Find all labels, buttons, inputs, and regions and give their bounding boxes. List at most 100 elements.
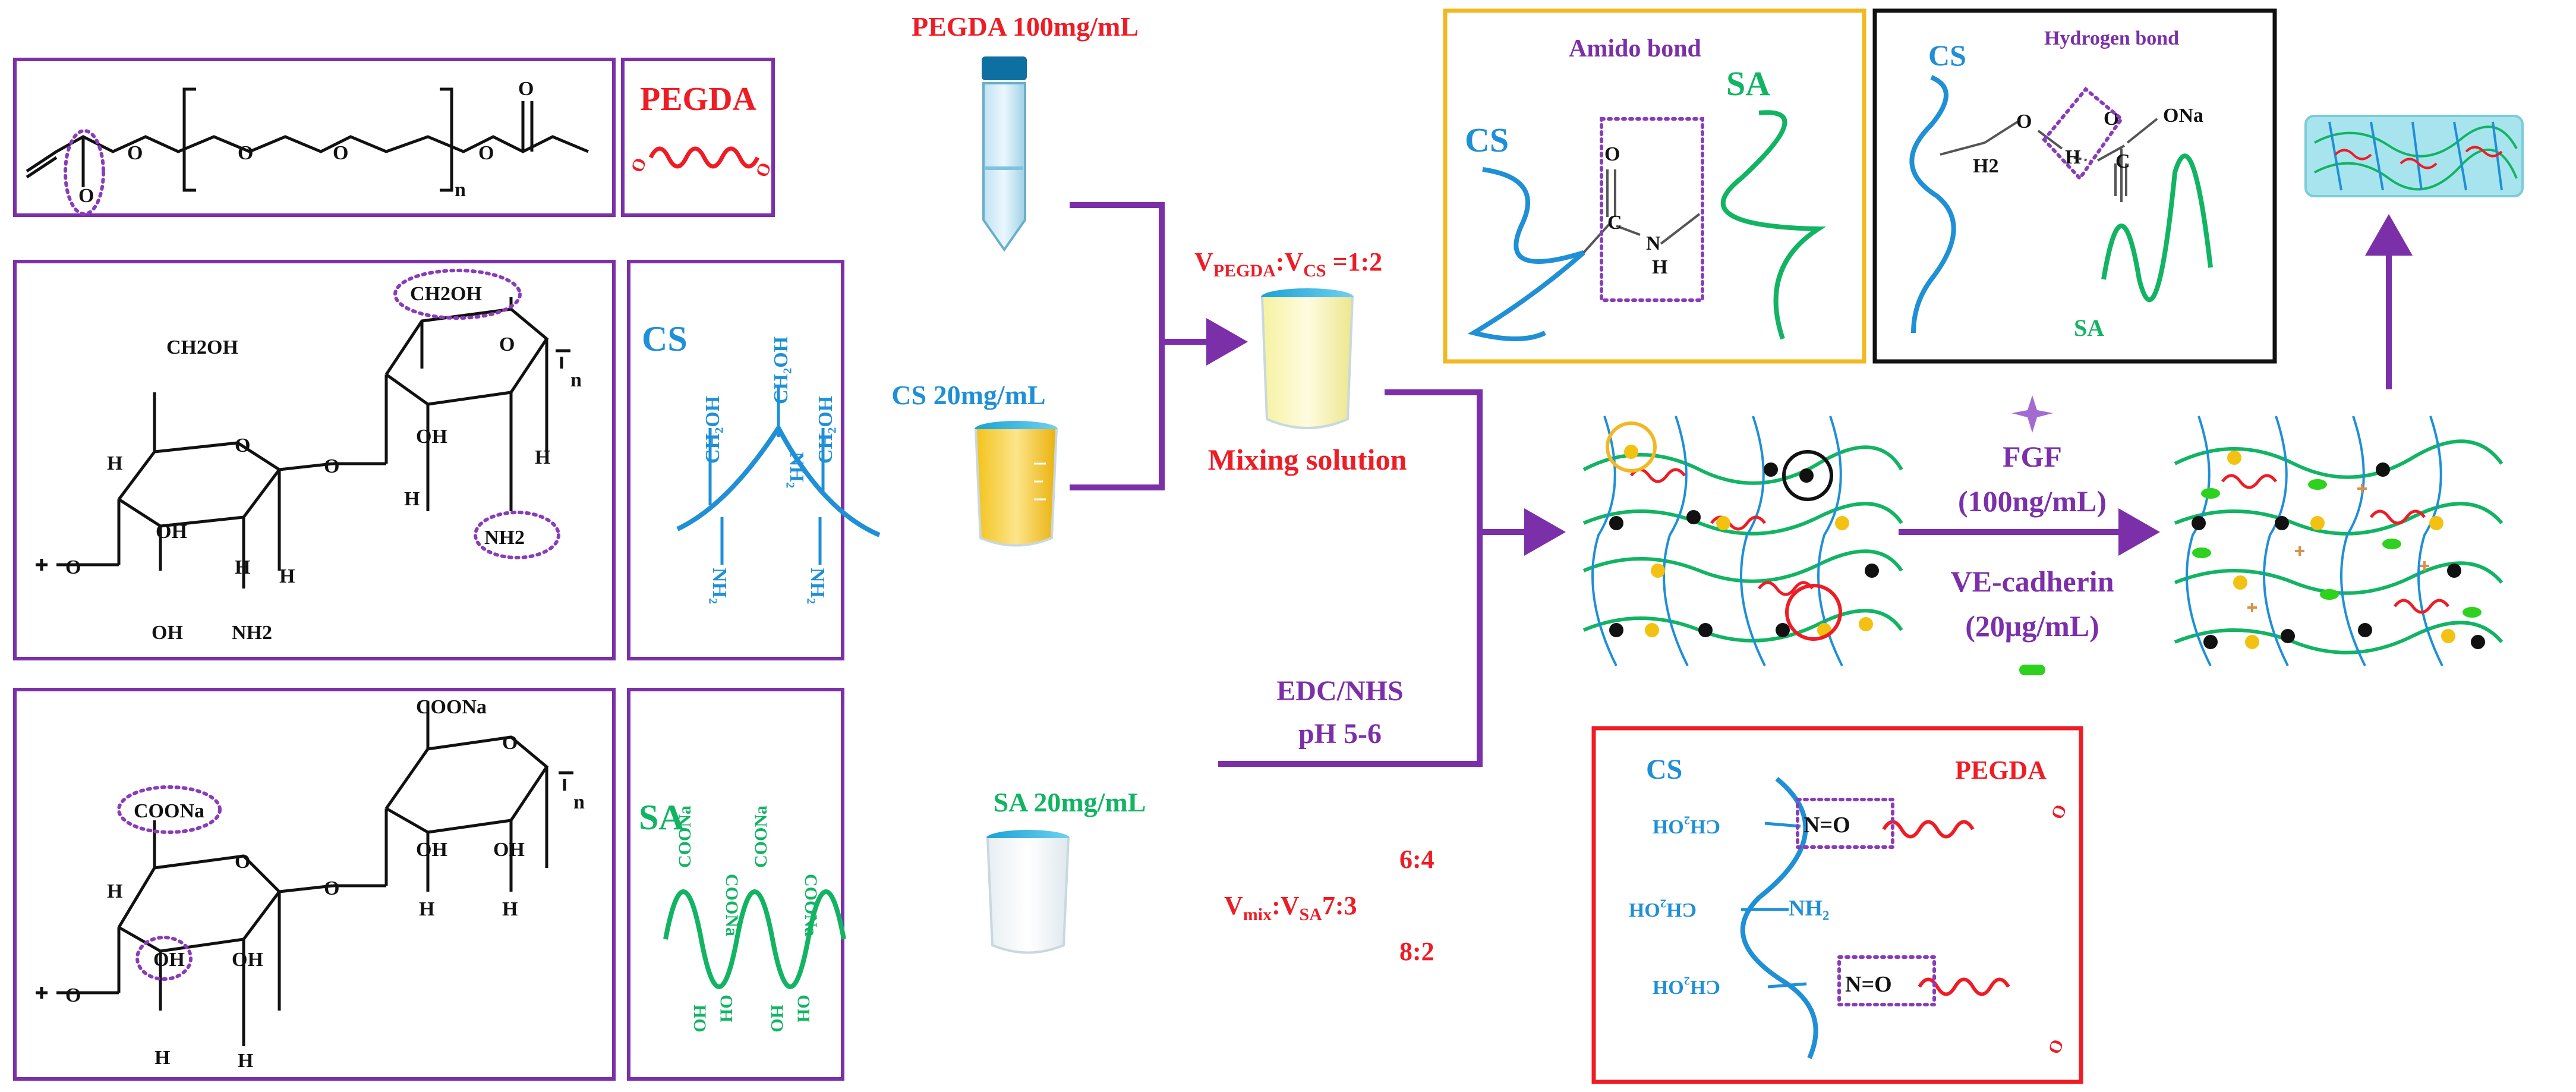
- cs-h-3: H: [235, 556, 250, 578]
- amido-n: N: [1646, 232, 1661, 254]
- cs-end-o: O: [65, 556, 81, 578]
- pegda-n-subscript: n: [455, 179, 466, 201]
- sa-h-5: H: [502, 898, 518, 920]
- cs-schematic-ch2oh-2: CH₂OH: [770, 336, 792, 404]
- schiff-base-box: CS PEGDA CH₂OH CH₂OH CH₂OH NH₂ N=O N=O O…: [1591, 726, 2083, 1084]
- mixing-beaker-icon: [1261, 288, 1354, 429]
- sa-n-subscript: n: [573, 791, 585, 813]
- sa-schematic-ho-4: HO: [794, 995, 814, 1022]
- cs-h-4: H: [279, 565, 295, 587]
- pegda-o-1: O: [127, 142, 143, 164]
- amido-bond-title: Amido bond: [1569, 35, 1701, 62]
- amido-c: C: [1607, 212, 1622, 234]
- schiff-n-eq-o-1: N=O: [1803, 813, 1850, 838]
- cs-h-1: H: [404, 488, 420, 510]
- pegda-o-5: O: [518, 78, 534, 100]
- amido-sa-label: SA: [1726, 64, 1770, 103]
- cs-schematic-ch2oh-3: CH₂OH: [815, 396, 837, 464]
- cs-schematic-ch2oh-1: CH₂OH: [702, 396, 724, 464]
- mix-ratio-sub-mix: mix: [1243, 905, 1272, 924]
- pegda-o-2: O: [238, 142, 253, 164]
- sa-schematic-ho-3: HO: [767, 1005, 787, 1033]
- flow-lines: [1070, 202, 2413, 767]
- pegda-structure-box: O O O O O O n: [13, 58, 616, 217]
- schiff-end-o-1: O: [2048, 802, 2071, 822]
- sa-oh-1: OH: [232, 949, 263, 971]
- sa-ring-o-2: O: [502, 732, 518, 754]
- cs-structure-box: CH2OH O O O O CH2OH NH2 NH2 OH OH OH H H…: [13, 260, 616, 660]
- edc-nhs-label: EDC/NHS: [1276, 675, 1403, 707]
- crosslinked-network-1: [1582, 416, 1903, 666]
- hydrogen-h2: H2: [1973, 155, 1998, 177]
- amido-cs-label: CS: [1465, 121, 1509, 159]
- mix-ratio-6-4: 6:4: [1399, 845, 1434, 874]
- pegda-concentration-label: PEGDA 100mg/mL: [912, 11, 1139, 42]
- pegda-o-3: O: [333, 142, 348, 164]
- sa-schematic-title: SA: [639, 798, 685, 837]
- amido-h: H: [1652, 256, 1667, 278]
- sa-coona-circled: COONa: [134, 800, 204, 822]
- cs-h-5: H: [535, 446, 550, 468]
- mix-ratio-label: Vmix:VSA7:3: [1224, 891, 1357, 924]
- cs-oh-2: OH: [152, 622, 183, 644]
- sa-h-2: H: [155, 1047, 170, 1069]
- ratio-value: =1:2: [1326, 247, 1383, 276]
- hydrogen-sa-label: SA: [2074, 314, 2104, 341]
- cs-schematic-nh2-2: NH₂: [708, 568, 730, 604]
- sa-h-4: H: [419, 898, 434, 920]
- schiff-ch2oh-3: CH₂OH: [1653, 976, 1720, 998]
- mix-ratio-8-2: 8:2: [1399, 937, 1434, 966]
- sa-concentration-label: SA 20mg/mL: [994, 787, 1146, 817]
- schiff-cs-label: CS: [1646, 754, 1682, 785]
- cs-oh-1: OH: [156, 521, 187, 543]
- schiff-nh2: NH₂: [1789, 896, 1829, 921]
- sa-schematic-coona-3: COONa: [751, 805, 771, 868]
- sa-coona-top: COONa: [416, 696, 487, 718]
- schiff-ch2oh-1: CH₂OH: [1653, 816, 1720, 838]
- hydrogen-ona: ONa: [2163, 105, 2203, 127]
- sa-schematic-coona-2: COONa: [722, 874, 742, 936]
- pegda-schematic-o-left: O: [628, 155, 651, 175]
- hydrogen-bond-box: Hydrogen bond CS SA H2 O H C ONa O: [1872, 8, 2277, 364]
- sa-oh-circled: OH: [153, 949, 185, 971]
- cs-n-subscript: n: [570, 369, 582, 391]
- schiff-n-eq-o-2: N=O: [1845, 972, 1892, 997]
- pegda-schematic-box: PEGDA O O: [621, 58, 775, 217]
- ratio-sub-cs: CS: [1303, 261, 1326, 281]
- fgf-concentration: (100ng/mL): [1958, 484, 2107, 518]
- sa-ring-o-1: O: [235, 851, 250, 873]
- fgf-star-icon: [2011, 395, 2053, 433]
- cs-ring-o-2: O: [499, 333, 515, 355]
- amido-bond-box: Amido bond SA CS O C N H: [1443, 8, 1866, 364]
- crosslinked-network-2: [2174, 416, 2504, 666]
- sa-schematic-coona-1: COONa: [675, 805, 695, 868]
- hydrogen-o: O: [2016, 111, 2032, 133]
- ratio-sub-pegda: PEGDA: [1213, 261, 1276, 281]
- fgf-label: FGF: [2003, 440, 2062, 473]
- ve-cadherin-marker-icon: [2019, 665, 2045, 675]
- mix-ratio-7-3: 7:3: [1322, 891, 1357, 920]
- sa-structure-box: COONa COONa OH OH OH OH O O O O H H H H …: [13, 688, 616, 1081]
- pegda-o-6: O: [78, 185, 94, 207]
- ph-label: pH 5-6: [1298, 718, 1382, 750]
- pegda-o-4: O: [478, 142, 494, 164]
- sa-h-3: H: [238, 1050, 253, 1072]
- cs-oh-3: OH: [416, 426, 447, 448]
- mix-ratio-colon: :V: [1272, 891, 1300, 920]
- sa-schematic-box: SA COONa COONa COONa COONa HO HO HO HO: [627, 688, 846, 1081]
- mix-ratio-v: V: [1224, 891, 1243, 920]
- cs-nh2-circled: NH2: [484, 527, 525, 549]
- sa-beaker-icon: [986, 830, 1070, 954]
- sa-h-1: H: [107, 880, 122, 902]
- sa-schematic-ho-2: HO: [717, 995, 736, 1022]
- cs-h-2: H: [107, 452, 122, 474]
- cs-bridge-o: O: [324, 455, 339, 477]
- cs-nh2-bottom: NH2: [232, 622, 272, 644]
- ve-cadherin-concentration: (20μg/mL): [1965, 609, 2099, 643]
- ratio-pegda-cs: VPEGDA:VCS =1:2: [1194, 247, 1382, 281]
- sa-oh-3: OH: [493, 839, 525, 861]
- sa-bridge-o: O: [324, 877, 339, 899]
- schiff-end-o-2: O: [2045, 1037, 2068, 1056]
- hydrogel-scaffold-icon: [2304, 115, 2524, 197]
